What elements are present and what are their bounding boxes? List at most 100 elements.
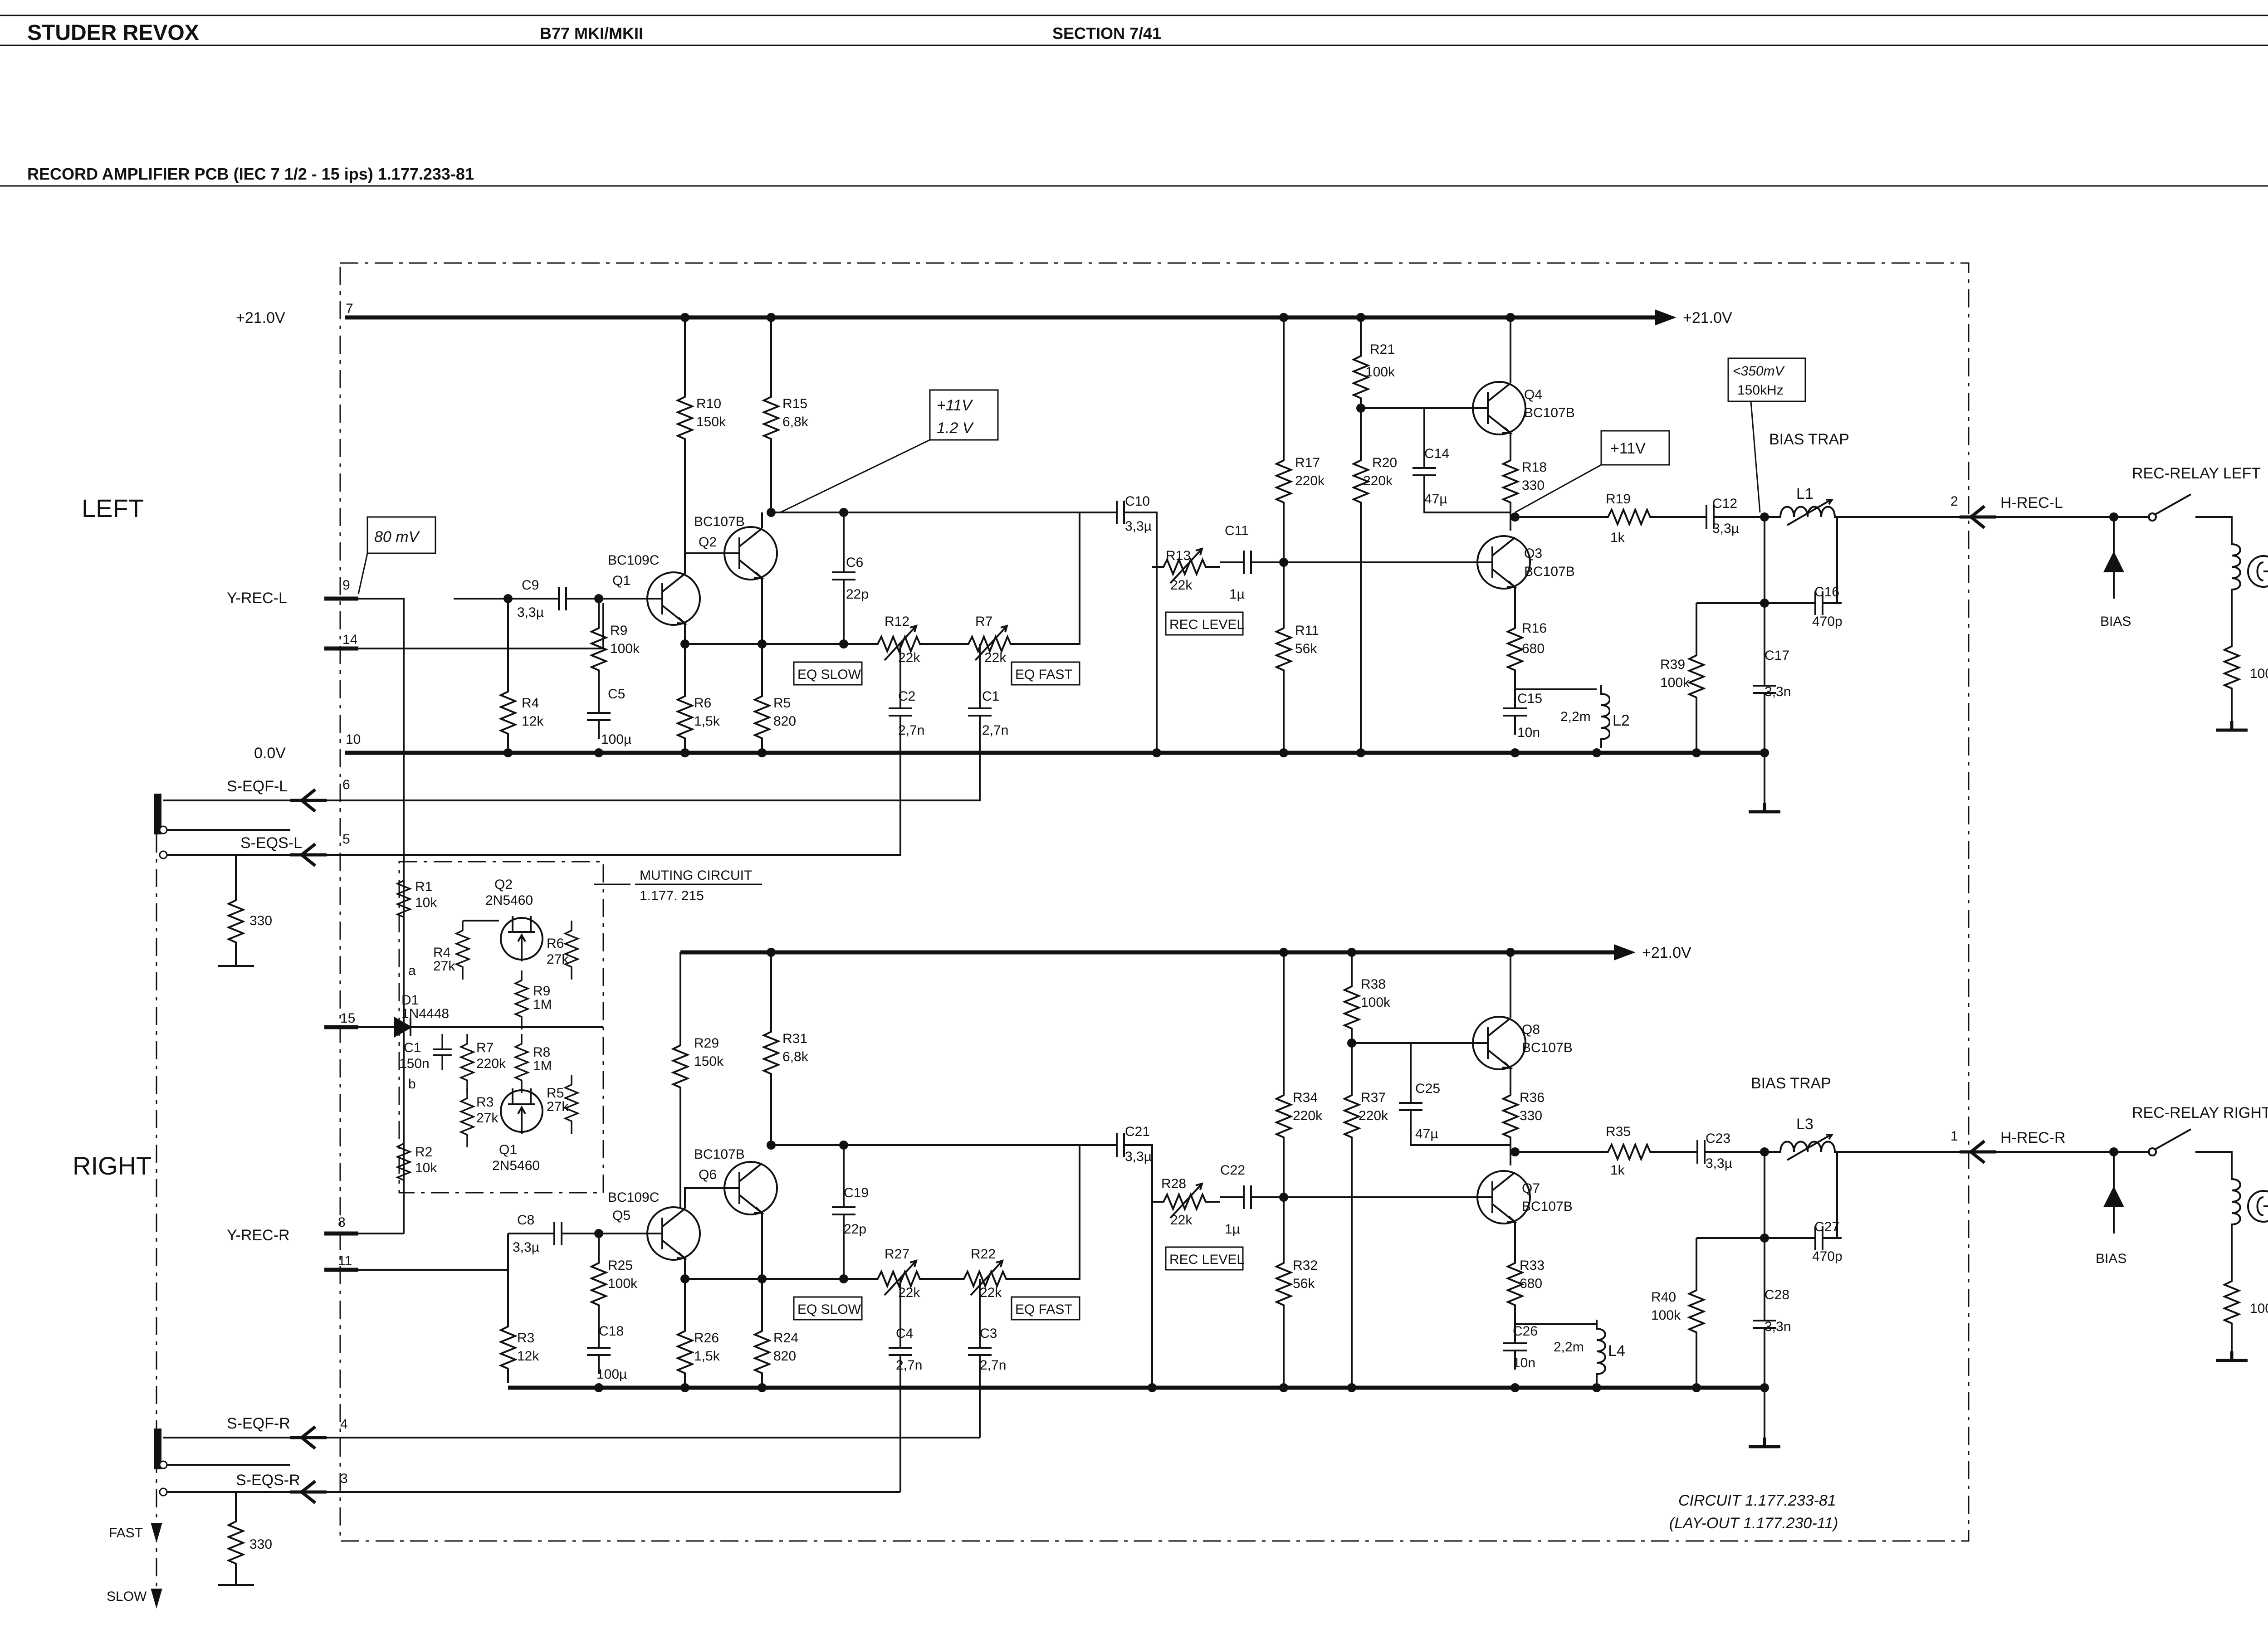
c18-value: 100µ <box>596 1367 627 1382</box>
pin-4: 4 <box>340 1417 348 1432</box>
c15-value: 10n <box>1517 725 1540 740</box>
bias-trap-left-label: BIAS TRAP <box>1769 431 1849 448</box>
c16-label: C16 <box>1814 585 1839 600</box>
c9-capacitor <box>540 586 585 611</box>
r22-value: 22k <box>980 1285 1002 1300</box>
mute-r1-label: R1 <box>415 879 432 894</box>
mute-point-a: a <box>408 963 416 978</box>
mute-q1-label: Q1 <box>499 1142 517 1157</box>
r40-label: R40 <box>1651 1290 1676 1305</box>
r36-label: R36 <box>1520 1090 1545 1105</box>
muting-circuit-label: MUTING CIRCUIT <box>640 868 752 883</box>
ground-left <box>1749 803 1780 812</box>
mute-r7-resistor <box>460 1034 474 1093</box>
r33-value: 680 <box>1520 1276 1542 1291</box>
r28-label: R28 <box>1161 1176 1186 1191</box>
r35-value: 1k <box>1610 1163 1625 1178</box>
q8-label: Q8 <box>1522 1022 1540 1037</box>
junction-dots <box>503 313 2118 1392</box>
mute-r3-resistor <box>460 1088 474 1147</box>
q1-transistor <box>640 571 701 626</box>
section-label: SECTION 7/41 <box>1052 24 1161 43</box>
s-eqs-r-label: S-EQS-R <box>236 1472 300 1489</box>
mute-r2-label: R2 <box>415 1145 432 1160</box>
rec-level-left: REC LEVEL <box>1169 617 1244 632</box>
mute-q2-label: Q2 <box>494 877 513 892</box>
pcb-outline <box>339 262 1970 1542</box>
r11-value: 56k <box>1295 641 1317 656</box>
s-eqs-l-label: S-EQS-L <box>240 834 302 852</box>
r37-label: R37 <box>1361 1090 1386 1105</box>
c5-label: C5 <box>608 687 625 702</box>
s-eqf-r-label: S-EQF-R <box>227 1415 290 1432</box>
r100-left-resistor <box>2224 635 2240 703</box>
r29-value: 150k <box>694 1054 724 1069</box>
r26-resistor <box>677 1320 693 1388</box>
c14-label: C14 <box>1424 446 1449 461</box>
fast-label: FAST <box>109 1526 143 1541</box>
r26-value: 1,5k <box>694 1349 720 1364</box>
c11-label: C11 <box>1225 523 1249 538</box>
rec-level-right-box <box>1165 1246 1244 1271</box>
r19-label: R19 <box>1606 492 1631 507</box>
c16-value: 470p <box>1812 614 1843 629</box>
rec-head-right-coil <box>2231 1170 2241 1234</box>
q4-transistor <box>1465 381 1526 435</box>
r5-value: 820 <box>773 714 796 729</box>
mute-r6-value: 27k <box>547 952 569 967</box>
page-header: STUDER REVOX B77 MKI/MKII SECTION 7/41 R… <box>0 15 2268 187</box>
right-channel-label: RIGHT <box>73 1151 152 1180</box>
r16-label: R16 <box>1522 621 1547 636</box>
pin-11: 11 <box>338 1253 352 1268</box>
pin-3: 3 <box>340 1471 348 1486</box>
r34-value: 220k <box>1293 1108 1323 1123</box>
c17-label: C17 <box>1765 648 1789 663</box>
mv350-label: <350mV <box>1733 364 1785 379</box>
r38-resistor <box>1344 975 1360 1043</box>
pin-15: 15 <box>340 1011 355 1026</box>
v11-box-b <box>1600 430 1670 466</box>
eq-slow-right-box <box>793 1296 863 1321</box>
l4-inductor <box>1596 1320 1606 1383</box>
c11-capacitor <box>1225 550 1270 575</box>
s-eqf-l-label: S-EQF-L <box>227 778 288 795</box>
c15-label: C15 <box>1517 691 1542 706</box>
mute-r3-label: R3 <box>476 1095 494 1110</box>
c25-value: 47µ <box>1415 1126 1438 1141</box>
pin-7: 7 <box>346 301 353 316</box>
c25-label: C25 <box>1415 1081 1440 1096</box>
r18-label: R18 <box>1522 460 1547 475</box>
s-eqf-r-jack <box>290 1427 327 1448</box>
c1-value: 2,7n <box>982 723 1008 738</box>
r26-label: R26 <box>694 1331 719 1346</box>
c19-value: 22p <box>844 1222 866 1237</box>
mute-r2-value: 10k <box>415 1160 437 1175</box>
q1-type: BC109C <box>608 553 659 568</box>
c6-label: C6 <box>846 555 863 570</box>
q3-label: Q3 <box>1524 546 1542 561</box>
eq-slow-left-box <box>793 661 863 686</box>
s-eqf-l-jack <box>290 790 327 811</box>
q4-label: Q4 <box>1524 387 1542 402</box>
mute-r9-resistor <box>514 970 529 1029</box>
c12-value: 3,3µ <box>1712 521 1739 536</box>
q8-transistor <box>1465 1016 1526 1070</box>
bias-trap-right-label: BIAS TRAP <box>1751 1075 1831 1092</box>
c21-value: 3,3µ <box>1125 1149 1152 1164</box>
l1-label: L1 <box>1796 485 1813 502</box>
r24-label: R24 <box>773 1331 798 1346</box>
r38-label: R38 <box>1361 977 1386 992</box>
r28-value: 22k <box>1170 1213 1193 1228</box>
r15-label: R15 <box>782 396 807 411</box>
r20-value: 220k <box>1363 473 1393 488</box>
c19-label: C19 <box>844 1185 869 1200</box>
c2-value: 2,7n <box>898 723 924 738</box>
q5-transistor <box>640 1206 701 1261</box>
mute-r8-value: 1M <box>533 1058 552 1073</box>
left-channel-label: LEFT <box>82 494 144 522</box>
c9-value: 3,3µ <box>517 605 544 620</box>
rec-head-left-icon <box>2247 555 2268 588</box>
c14-value: 47µ <box>1424 492 1447 507</box>
pin-14: 14 <box>342 632 357 647</box>
